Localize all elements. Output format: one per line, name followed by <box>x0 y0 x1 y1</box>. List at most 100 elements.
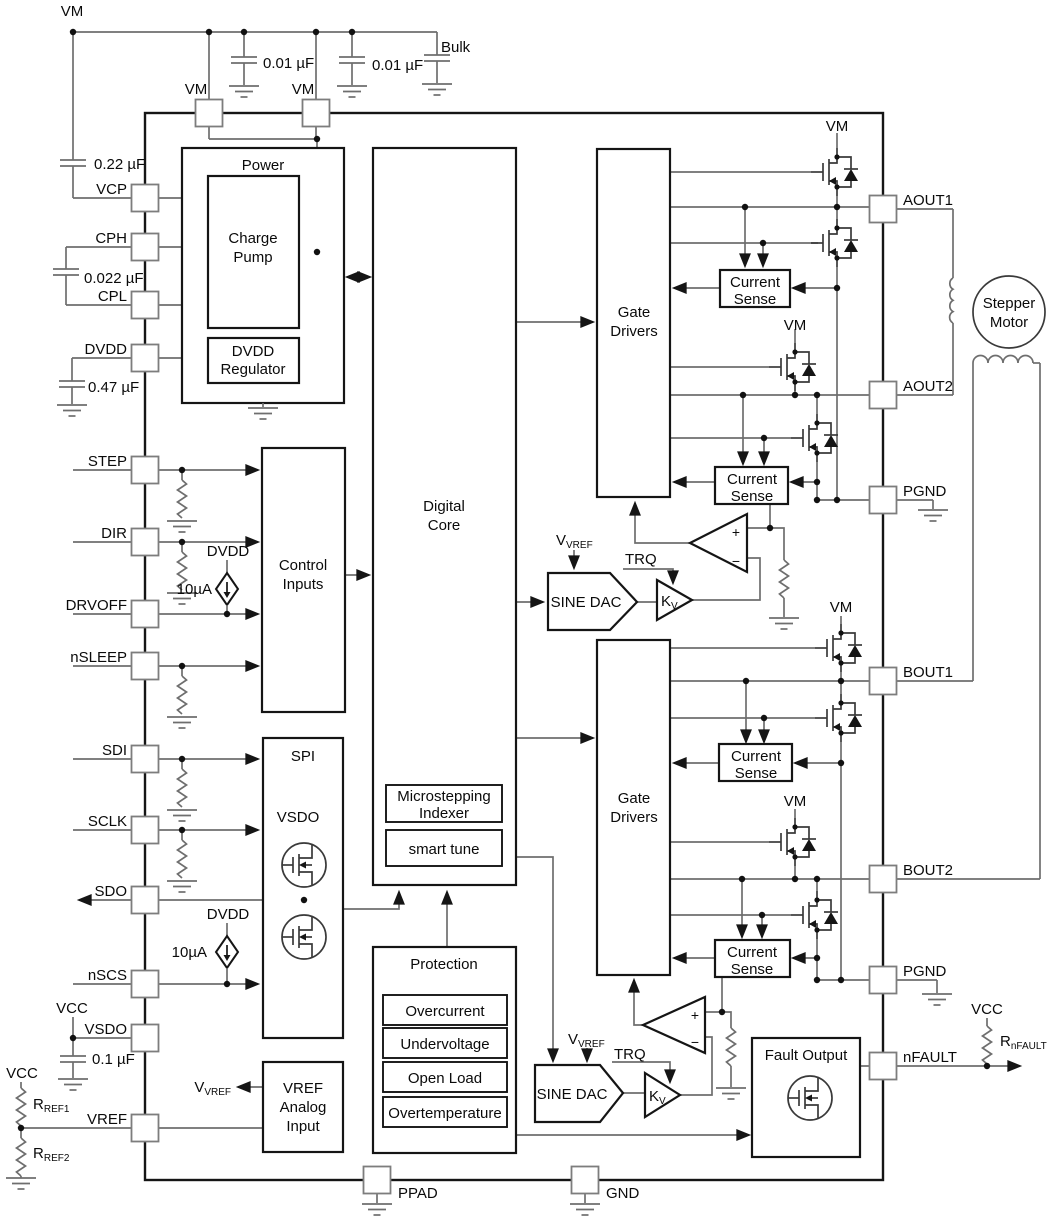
pin-aout2 <box>868 380 898 410</box>
gate-drivers-b-block: Gate Drivers <box>595 638 672 977</box>
bias-labels: DVDD 10µA DVDD 10µA <box>172 543 250 961</box>
comparator-b-minus: − <box>691 1034 699 1050</box>
charge-pump-block <box>206 174 301 330</box>
pin-bout2 <box>868 864 898 894</box>
pin-pgnd-1-label: PGND <box>903 483 947 500</box>
cs-b1-label-1: Current <box>731 748 782 765</box>
pin-aout1-label: AOUT1 <box>903 192 953 209</box>
undervoltage-label: Undervoltage <box>400 1036 489 1053</box>
pin-pgnd-2-label: PGND <box>903 963 947 980</box>
bias-current-label-1: 10µA <box>177 581 212 598</box>
sine-dac-a-label: SINE DAC <box>551 594 622 611</box>
dvdd-bias-label-2: DVDD <box>207 906 250 923</box>
power-block: Power Charge Pump DVDD Regulator <box>180 146 346 420</box>
dvdd-reg-label-1: DVDD <box>232 343 275 360</box>
pin-cpl <box>130 290 160 320</box>
rnfault-label: RnFAULT <box>1000 1033 1047 1052</box>
trq-b-label: TRQ <box>614 1046 646 1063</box>
pin-bout1 <box>868 666 898 696</box>
kv-amp-a <box>655 578 695 622</box>
control-label-1: Control <box>279 557 327 574</box>
cap-vsdo-label: 0.1 µF <box>92 1051 135 1068</box>
pin-gnd <box>570 1165 600 1195</box>
kv-a-label: KV <box>661 593 678 612</box>
fault-output-label: Fault Output <box>765 1047 848 1064</box>
stepper-motor-label-2: Motor <box>990 314 1028 331</box>
overcurrent-box <box>382 994 508 1026</box>
microstepping-label-1: Microstepping <box>397 788 490 805</box>
fault-output-block: Fault Output <box>750 1036 862 1159</box>
overtemperature-label: Overtemperature <box>388 1105 501 1122</box>
control-label-2: Inputs <box>283 576 324 593</box>
hs-mosfet-aout1 <box>810 147 859 197</box>
pin-nfault-label: nFAULT <box>903 1049 957 1066</box>
pin-sclk <box>130 815 160 845</box>
current-sense-blocks: Current Sense Current Sense Current Sens… <box>713 268 794 979</box>
junction-dots <box>17 28 991 1132</box>
stepper-motor: Stepper Motor <box>972 275 1046 349</box>
pin-vm-2-label: VM <box>292 81 315 98</box>
vm-label-a2: VM <box>784 317 807 334</box>
pin-sdi-label: SDI <box>102 742 127 759</box>
pin-step-label: STEP <box>88 453 127 470</box>
charge-pump-label-2: Pump <box>233 249 272 266</box>
pin-vref-label: VREF <box>87 1111 127 1128</box>
comparator-a-minus: − <box>732 553 740 569</box>
bulk-cap-label: Bulk <box>441 39 471 56</box>
bias-current-label-2: 10µA <box>172 944 207 961</box>
ls-mosfet-bout1 <box>814 693 863 743</box>
pin-nfault <box>868 1051 898 1081</box>
ic-boundary <box>143 111 885 1182</box>
vref-block-label-2: Analog <box>280 1099 327 1116</box>
free-labels: VM 0.01 µF 0.01 µF Bulk 0.22 µF 0.022 µF… <box>6 3 1047 1164</box>
vvref-b-label: VVREF <box>568 1031 605 1050</box>
gate-drivers-a-block: Gate Drivers <box>595 147 672 499</box>
regulation-path-a: + − SINE DAC KV VVREF TRQ <box>546 512 749 632</box>
power-label: Power <box>242 157 285 174</box>
hs-mosfet-bout2 <box>768 817 817 867</box>
protection-label: Protection <box>410 956 478 973</box>
charge-pump-label-1: Charge <box>228 230 277 247</box>
cap-dvdd-label: 0.47 µF <box>88 379 139 396</box>
pin-vsdo <box>130 1023 160 1053</box>
pin-nsleep-label: nSLEEP <box>70 649 127 666</box>
vsdo-internal-label: VSDO <box>277 809 320 826</box>
sine-dac-b-label: SINE DAC <box>537 1086 608 1103</box>
hs-mosfet-bout1 <box>814 623 863 673</box>
gate-drivers-a-label-2: Drivers <box>610 323 658 340</box>
pin-sdi <box>130 744 160 774</box>
vref-block-label-1: VREF <box>283 1080 323 1097</box>
stepper-motor-label-1: Stepper <box>983 295 1036 312</box>
cap-vcp-label: 0.22 µF <box>94 156 145 173</box>
pin-drvoff-label: DRVOFF <box>66 597 127 614</box>
kv-b-label: KV <box>649 1088 666 1107</box>
comparator-a <box>687 512 749 574</box>
vref-block-label-3: Input <box>286 1118 320 1135</box>
vcc-divider-label: VCC <box>6 1065 38 1082</box>
pins: VM VM VCP CPH CPL DVDD STEP DIR DRVOFF n… <box>66 81 957 1202</box>
sine-dac-b <box>533 1063 625 1124</box>
vm-rail-label: VM <box>61 3 84 20</box>
cs-a2-label-1: Current <box>727 471 778 488</box>
ls-mosfet-bout2 <box>790 890 839 940</box>
pin-pgnd-1 <box>868 485 898 515</box>
pin-vm-2 <box>301 98 331 128</box>
cs-b2-label-1: Current <box>727 944 778 961</box>
pin-vm-1-label: VM <box>185 81 208 98</box>
pin-cph <box>130 232 160 262</box>
output-stage-mosfets: VM VM VM VM <box>768 118 863 940</box>
dvdd-regulator-block <box>206 336 301 385</box>
regulation-path-b: + − SINE DAC KV VVREF TRQ <box>533 995 707 1124</box>
pin-vsdo-label: VSDO <box>84 1021 127 1038</box>
control-inputs-block: Control Inputs <box>260 446 347 714</box>
protection-block: Protection Overcurrent Undervoltage Open… <box>371 945 518 1155</box>
pin-sclk-label: SCLK <box>88 813 127 830</box>
trq-a-label: TRQ <box>625 551 657 568</box>
internal-wiring <box>158 127 869 1141</box>
cap2-label: 0.01 µF <box>372 57 423 74</box>
comparator-b <box>640 995 707 1055</box>
vcc-nfault-label: VCC <box>971 1001 1003 1018</box>
pin-dir-label: DIR <box>101 525 127 542</box>
pin-pgnd-2 <box>868 965 898 995</box>
